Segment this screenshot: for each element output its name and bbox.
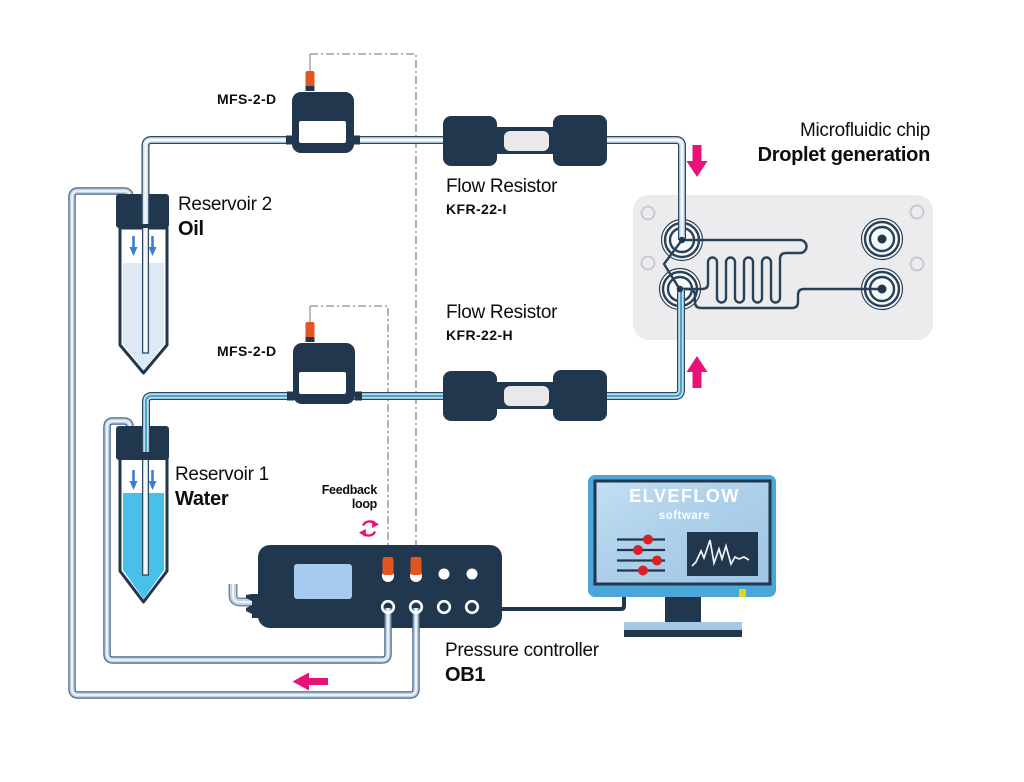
flow-resistor-2-label: Flow Resistor KFR-22-H xyxy=(446,302,557,344)
controller-model: OB1 xyxy=(445,664,486,687)
flow-resistor-2-title: Flow Resistor xyxy=(446,302,558,323)
feedback-loop-icon xyxy=(359,520,379,537)
chip-channels xyxy=(662,238,884,310)
sensor-cable-plug xyxy=(305,322,315,341)
sensor-1-label: MFS-2-D xyxy=(217,91,277,107)
ob1-outlet-ports xyxy=(380,599,480,615)
pressure-down-arrows xyxy=(129,470,157,490)
reservoir-1-title: Reservoir 1 xyxy=(175,464,269,485)
ob1-sensor-plug-1 xyxy=(382,557,394,575)
pressure-tube-oil xyxy=(68,187,420,699)
flow-resistor-2-model: KFR-22-H xyxy=(446,327,513,344)
reservoir-1-fluid: Water xyxy=(175,488,229,511)
reservoir-oil xyxy=(116,194,169,375)
controller-label: Pressure controller OB1 xyxy=(445,640,599,687)
chip-label: Microfluidic chip Droplet generation xyxy=(757,120,931,167)
flow-resistor-1-title: Flow Resistor xyxy=(446,176,558,197)
sensor-cable-plug xyxy=(305,71,315,90)
reservoir-2-title: Reservoir 2 xyxy=(178,194,272,215)
chip-title: Microfluidic chip xyxy=(799,120,930,141)
oil-tube xyxy=(141,136,686,240)
software-brand: ELVEFLOW xyxy=(629,486,740,506)
resistor-label-window xyxy=(504,386,549,406)
dip-tube xyxy=(141,223,150,354)
flow-resistor-1 xyxy=(443,115,607,166)
monitor-stand xyxy=(665,597,701,626)
flow-arrow-left-icon xyxy=(292,672,328,691)
reservoir-water xyxy=(116,426,169,604)
computer-monitor xyxy=(588,475,776,637)
flow-sensor-2 xyxy=(287,322,362,404)
chip-port-dots xyxy=(676,234,887,294)
ob1-display xyxy=(294,564,352,599)
ob1-air-inlet xyxy=(228,584,265,618)
reservoir-1-label: Reservoir 1 Water xyxy=(175,464,269,511)
reservoir-2-fluid: Oil xyxy=(178,218,204,241)
waveform-graph xyxy=(687,532,758,576)
ob1-indicator-dot xyxy=(438,568,450,580)
ob1-sensor-plug-2 xyxy=(410,557,422,575)
reservoir-2-label: Reservoir 2 Oil xyxy=(178,194,272,241)
sensor-2-label: MFS-2-D xyxy=(217,343,277,359)
usb-cable xyxy=(502,597,626,611)
pressure-controller-ob1 xyxy=(258,545,502,628)
software-subtitle: software xyxy=(658,510,711,522)
flow-arrow-down-icon xyxy=(686,145,708,177)
chip-mount-holes xyxy=(640,204,925,272)
sensor-window xyxy=(299,372,346,394)
chip-subtitle: Droplet generation xyxy=(757,144,931,167)
power-led xyxy=(739,589,746,597)
controller-title: Pressure controller xyxy=(445,640,599,661)
flow-arrow-up-icon xyxy=(686,356,708,388)
feedback-loop-label: Feedback loop xyxy=(321,483,378,512)
dip-tube xyxy=(141,451,150,576)
flow-resistor-2 xyxy=(443,370,607,421)
flow-resistor-1-label: Flow Resistor KFR-22-I xyxy=(446,176,557,218)
monitor-screen-text: ELVEFLOW software xyxy=(596,486,773,522)
software-sliders xyxy=(617,534,665,576)
resistor-label-window xyxy=(504,131,549,151)
pressure-down-arrows xyxy=(129,236,157,256)
ob1-indicator-dot xyxy=(466,568,478,580)
pressure-tube-water xyxy=(103,417,392,664)
flow-resistor-1-model: KFR-22-I xyxy=(446,201,507,218)
sensor-window xyxy=(299,121,346,143)
water-tube xyxy=(142,289,685,452)
flow-sensor-1 xyxy=(286,71,360,153)
feedback-wiring xyxy=(309,53,417,560)
